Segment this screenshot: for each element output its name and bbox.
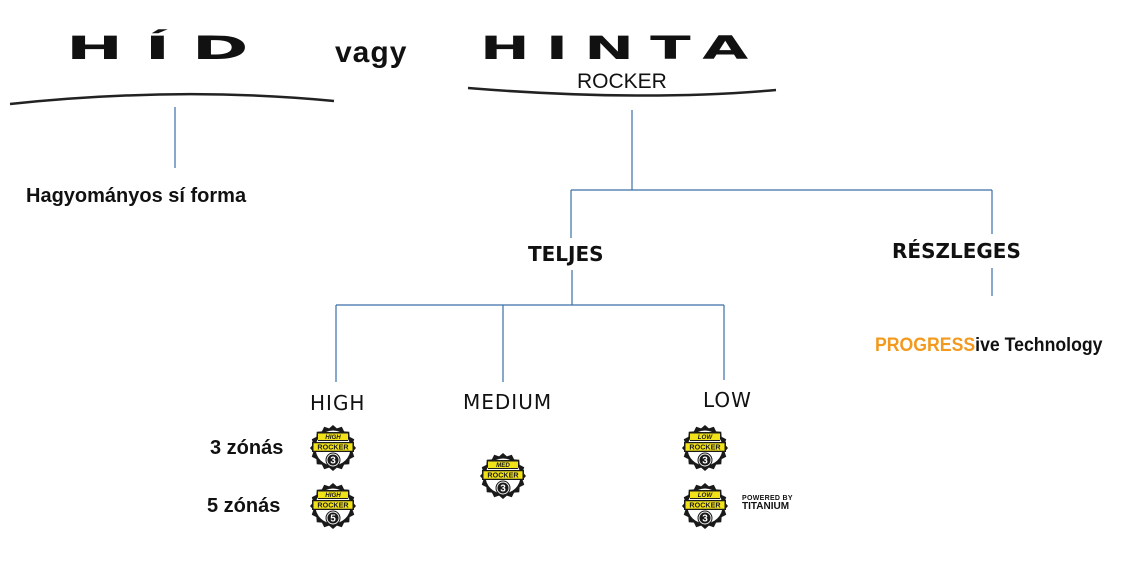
- badge-high-rocker-5: HIGH ROCKER 5: [310, 483, 356, 529]
- badge-number-ring: [698, 511, 712, 525]
- badge-number-disc: [697, 452, 713, 468]
- badge-mid-yellow: [313, 443, 353, 451]
- badge-rocker-text: ROCKER: [317, 443, 349, 452]
- badge-level-text: MED: [496, 462, 510, 469]
- badge-level-text: HIGH: [325, 434, 341, 441]
- badge-number-text: 5: [330, 514, 336, 525]
- badge-level-text: HIGH: [325, 492, 341, 499]
- node-traditional-ski: Hagyományos sí forma: [26, 185, 247, 207]
- badge-level-text: LOW: [698, 434, 714, 441]
- badge-number-ring: [698, 453, 712, 467]
- badge-top-yellow: [690, 491, 720, 498]
- badge-top-yellow: [318, 491, 348, 498]
- badge-number-disc: [697, 510, 713, 526]
- hid-underline-swoosh: [9, 92, 335, 106]
- badge-mid-yellow: [685, 501, 725, 509]
- badge-rocker-text: ROCKER: [689, 501, 721, 510]
- badge-number-ring: [496, 481, 510, 495]
- zones-three: 3 zónás: [210, 437, 284, 459]
- level-low: LOW: [703, 388, 752, 412]
- badge-number-disc: [325, 510, 341, 526]
- subtitle-rocker: ROCKER: [577, 70, 667, 93]
- hinta-underline-swoosh: [467, 86, 777, 97]
- badge-top-yellow: [488, 461, 518, 468]
- badge-mid-yellow: [313, 501, 353, 509]
- badge-level-text: LOW: [698, 492, 714, 499]
- badge-low-rocker-3: LOW ROCKER 3: [682, 425, 728, 471]
- zones-five: 5 zónás: [207, 495, 281, 517]
- badge-high-rocker-3: HIGH ROCKER 3: [310, 425, 356, 471]
- badge-mid-yellow: [685, 443, 725, 451]
- node-teljes: TELJES: [528, 242, 604, 266]
- node-reszleges: RÉSZLEGES: [892, 239, 1021, 263]
- badge-low-rocker-3-titanium: LOW ROCKER 3: [682, 483, 728, 529]
- node-progressive-technology: PROGRESSive Technology: [875, 335, 1102, 357]
- level-high: HIGH: [310, 391, 366, 415]
- title-connector-vagy: vagy: [335, 36, 408, 69]
- badge-top-yellow: [318, 433, 348, 440]
- powered-by-text: POWERED BY: [742, 495, 793, 502]
- title-hid: HÍD: [66, 30, 271, 67]
- badge-number-text: 3: [702, 456, 708, 467]
- badge-rocker-text: ROCKER: [317, 501, 349, 510]
- badge-med-rocker-3: MED ROCKER 3: [480, 453, 526, 499]
- badge-number-disc: [325, 452, 341, 468]
- badge-number-text: 3: [702, 514, 708, 525]
- badge-rocker-text: ROCKER: [689, 443, 721, 452]
- badge-rocker-text: ROCKER: [487, 471, 519, 480]
- badge-number-text: 3: [500, 484, 506, 495]
- badge-mid-yellow: [483, 471, 523, 479]
- badge-number-text: 3: [330, 456, 336, 467]
- badge-number-ring: [326, 453, 340, 467]
- powered-by-titanium-logo: POWERED BY TITANIUM: [742, 495, 793, 512]
- titanium-text: TITANIUM: [742, 501, 790, 512]
- title-hinta: HINTA: [480, 30, 765, 67]
- level-medium: MEDIUM: [463, 390, 553, 414]
- badge-number-disc: [495, 480, 511, 496]
- badge-top-yellow: [690, 433, 720, 440]
- progress-rest: ive Technology: [975, 335, 1103, 356]
- badge-number-ring: [326, 511, 340, 525]
- progress-highlight: PROGRESS: [875, 335, 976, 356]
